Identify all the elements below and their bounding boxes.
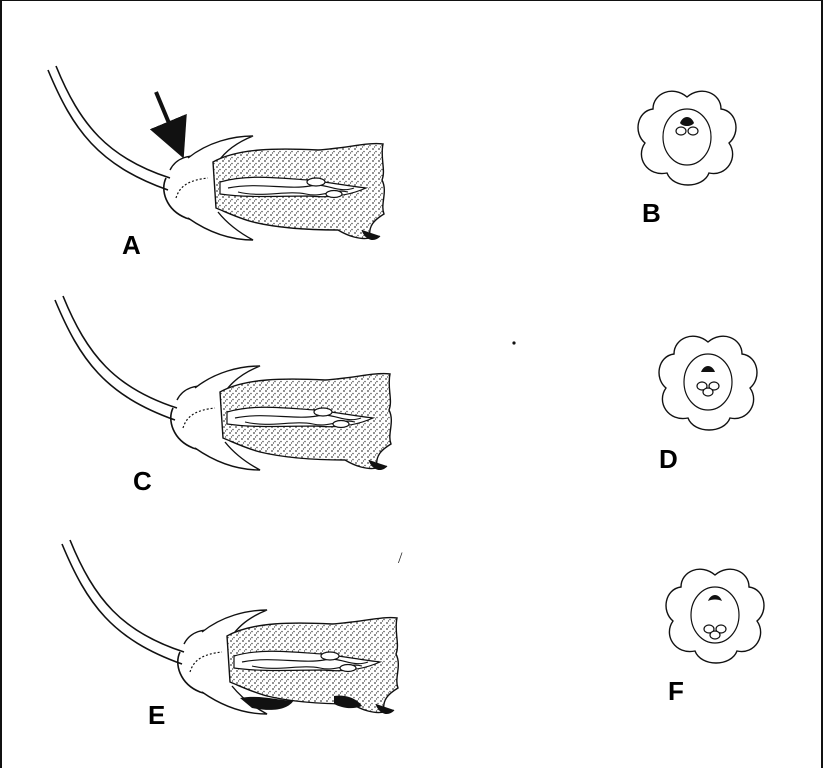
- panel-label-d: D: [659, 446, 678, 472]
- panel-a-flower: [48, 66, 384, 240]
- panel-label-a: A: [122, 232, 141, 258]
- panel-label-f: F: [668, 678, 684, 704]
- panel-e-flower: [62, 540, 398, 714]
- panel-c-flower: [55, 296, 391, 470]
- panel-f-diagram: [666, 569, 764, 663]
- panel-b-diagram: [638, 91, 736, 185]
- panel-label-b: B: [642, 200, 661, 226]
- panel-a-arrow: [156, 92, 176, 140]
- panel-label-c: C: [133, 468, 152, 494]
- speck: [512, 341, 515, 344]
- panel-label-e: E: [148, 702, 165, 728]
- stray-mark: /: [398, 550, 402, 568]
- panel-d-diagram: [659, 336, 757, 430]
